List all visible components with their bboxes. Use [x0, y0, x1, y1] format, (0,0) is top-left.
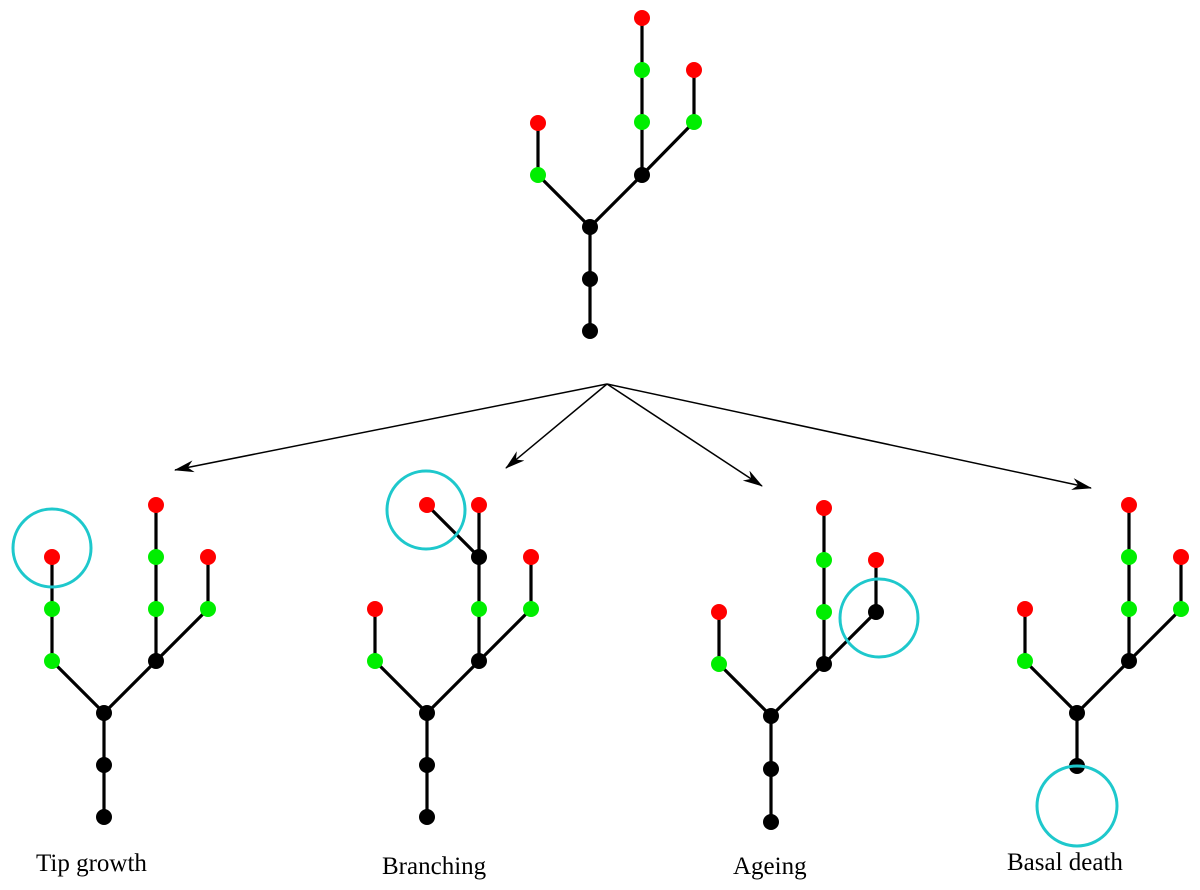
old-node [419, 705, 435, 721]
young-node [1173, 601, 1189, 617]
label-branching: Branching [382, 853, 487, 880]
tip-node [148, 497, 164, 513]
old-node [763, 708, 779, 724]
tip-growth-tree [44, 497, 216, 825]
old-node [148, 653, 164, 669]
tip-node [419, 497, 435, 513]
young-node [1121, 549, 1137, 565]
tip-node [200, 549, 216, 565]
arrow-to-branching [505, 383, 608, 469]
old-node [868, 604, 884, 620]
tree-edge [373, 659, 429, 715]
old-node [763, 761, 779, 777]
tree-edge [154, 607, 210, 663]
old-node [471, 653, 487, 669]
tree-edge [425, 503, 481, 559]
tip-node [367, 601, 383, 617]
tip-node [686, 62, 702, 78]
old-node [96, 757, 112, 773]
young-node [816, 604, 832, 620]
arrow-to-basal-death [606, 383, 1092, 490]
label-tip-growth: Tip growth [36, 850, 147, 877]
tree-edge [1023, 659, 1079, 715]
ageing-tree [711, 500, 884, 830]
old-node [419, 809, 435, 825]
tree-edge [1127, 607, 1183, 663]
transition-arrows [174, 383, 1092, 490]
young-node [200, 601, 216, 617]
young-node [711, 656, 727, 672]
old-node [471, 549, 487, 565]
young-node [44, 601, 60, 617]
young-node [530, 167, 546, 183]
tree-edge [640, 120, 696, 177]
young-node [1121, 601, 1137, 617]
basal-death-highlight [1035, 764, 1119, 848]
young-node [148, 549, 164, 565]
tip-node [523, 549, 539, 565]
old-node [96, 809, 112, 825]
basal-death-tree [1017, 497, 1189, 774]
young-node [816, 552, 832, 568]
old-node [763, 814, 779, 830]
tree-edge [588, 173, 644, 229]
tip-node [44, 549, 60, 565]
young-node [634, 114, 650, 130]
young-node [634, 62, 650, 78]
old-node [816, 656, 832, 672]
tip-node [634, 10, 650, 26]
tree-edge [822, 610, 878, 666]
ageing-highlight [838, 577, 920, 659]
old-node [582, 323, 598, 339]
label-basal-death: Basal death [1007, 849, 1123, 876]
branching-highlight [385, 469, 467, 551]
young-node [367, 653, 383, 669]
tip-node [711, 604, 727, 620]
young-node [44, 653, 60, 669]
tip-node [1017, 601, 1033, 617]
tree-edge [425, 659, 481, 715]
tree-edge [102, 659, 158, 715]
old-node [582, 271, 598, 287]
tree-edge [477, 607, 533, 663]
tip-node [1121, 497, 1137, 513]
tip-node [471, 497, 487, 513]
young-node [523, 601, 539, 617]
old-node [96, 705, 112, 721]
old-node [419, 757, 435, 773]
arrow-to-ageing [606, 383, 763, 487]
young-node [148, 601, 164, 617]
tree-edge [1075, 659, 1131, 715]
tree-edge [50, 659, 106, 715]
young-node [1017, 653, 1033, 669]
tip-growth-highlight [11, 507, 93, 589]
arrow-to-tip-growth [174, 383, 608, 473]
old-node [1069, 705, 1085, 721]
tree-edge [536, 173, 592, 229]
label-ageing: Ageing [733, 853, 807, 880]
tip-node [1173, 549, 1189, 565]
tip-node [530, 115, 546, 131]
tree-edge [769, 662, 826, 718]
young-node [686, 114, 702, 130]
old-node [634, 167, 650, 183]
tip-node [868, 552, 884, 568]
old-node [582, 219, 598, 235]
tip-node [816, 500, 832, 516]
old-node [1121, 653, 1137, 669]
tree-edge [717, 662, 773, 718]
initial-tree [530, 10, 702, 339]
young-node [471, 601, 487, 617]
branching-tree [367, 497, 539, 825]
